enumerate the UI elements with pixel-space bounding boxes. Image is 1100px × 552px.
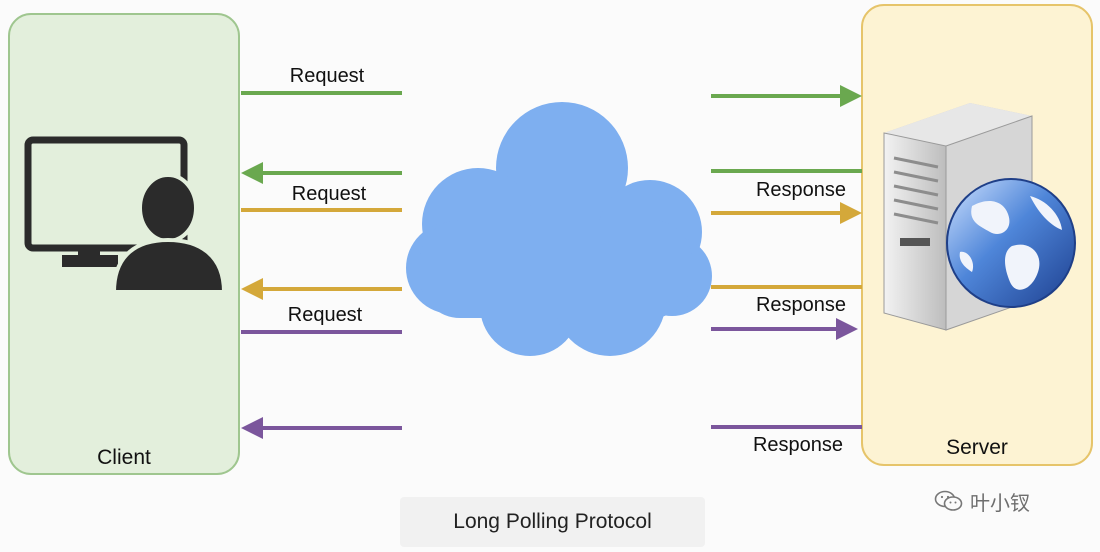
cloud-icon: [406, 102, 712, 356]
arrow-4-to-client: [241, 278, 862, 300]
client-box: [8, 13, 240, 475]
response-label-1: Response: [756, 179, 846, 201]
arrow-2-to-client: [241, 162, 862, 184]
arrow-1-to-server: [241, 85, 862, 107]
request-label-1: Request: [290, 65, 365, 87]
wechat-icon: [934, 490, 963, 511]
arrow-6-to-client: [241, 417, 862, 439]
arrow-3-to-server: [241, 202, 862, 224]
response-label-2: Response: [756, 294, 846, 316]
server-label: Server: [946, 436, 1008, 459]
watermark: 叶小钗: [934, 486, 1030, 516]
request-label-3: Request: [288, 304, 363, 326]
diagram-caption: Long Polling Protocol: [400, 497, 705, 547]
response-label-3: Response: [753, 434, 843, 456]
computer-user-icon: [24, 136, 227, 294]
client-label: Client: [97, 446, 151, 469]
request-label-2: Request: [292, 183, 367, 205]
server-globe-icon: [883, 103, 1076, 331]
arrow-5-to-server: [241, 318, 858, 340]
watermark-text: 叶小钗: [970, 490, 1030, 515]
